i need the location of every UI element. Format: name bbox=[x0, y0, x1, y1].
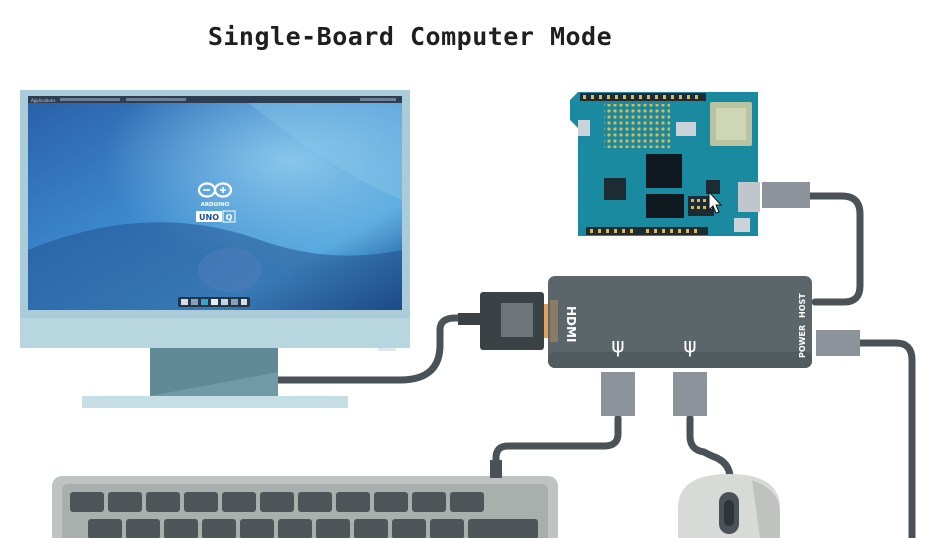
arduino-logo-text: ARDUINO bbox=[201, 202, 230, 208]
keyboard bbox=[52, 460, 558, 538]
keyboard-usb-plug bbox=[601, 372, 635, 416]
hdmi-cable bbox=[274, 314, 482, 384]
power-port-label: POWER bbox=[798, 325, 807, 358]
q-badge bbox=[222, 210, 236, 223]
hub-hdmi-port bbox=[550, 300, 558, 342]
board-pin-header bbox=[688, 196, 714, 216]
usb-port-1-icon: ψ bbox=[611, 333, 624, 357]
memory-chip bbox=[646, 194, 684, 218]
power-cable bbox=[856, 339, 916, 538]
host-cable-connector bbox=[762, 182, 810, 208]
usb-hub: HDMI ψ ψ HOST POWER bbox=[548, 276, 812, 368]
uno-badge-text: UNO bbox=[199, 213, 219, 222]
mouse bbox=[678, 474, 780, 538]
host-cable bbox=[806, 192, 864, 306]
monitor-chin bbox=[20, 318, 410, 348]
power-connector bbox=[816, 330, 860, 356]
usb-port-2-icon: ψ bbox=[683, 333, 696, 357]
uno-q-board bbox=[570, 92, 760, 236]
main-processor bbox=[646, 154, 682, 188]
usb-c-port bbox=[738, 182, 760, 212]
mouse-cable bbox=[686, 414, 734, 482]
hub-body bbox=[548, 276, 812, 368]
desktop-dock bbox=[178, 297, 250, 307]
keyboard-cable bbox=[492, 414, 622, 482]
mouse-usb-plug bbox=[673, 372, 707, 416]
diagram-title: Single-Board Computer Mode bbox=[207, 22, 613, 51]
uno-badge bbox=[196, 211, 222, 222]
monitor: Applications ARDUINO UNO Q bbox=[20, 90, 410, 408]
led-matrix bbox=[604, 104, 670, 148]
desktop-top-bar bbox=[28, 96, 402, 103]
monitor-stand-base bbox=[82, 396, 348, 408]
hdmi-plug bbox=[458, 292, 552, 350]
host-port-label: HOST bbox=[798, 293, 807, 318]
arduino-logo: ARDUINO bbox=[197, 182, 233, 208]
desktop-menu-label: Applications bbox=[31, 98, 55, 103]
cables bbox=[274, 192, 916, 538]
q-badge-text: Q bbox=[226, 213, 233, 222]
monitor-stand-shade bbox=[150, 348, 278, 396]
hdmi-port-label: HDMI bbox=[564, 306, 578, 342]
board-header-top bbox=[580, 93, 706, 101]
mouse-cursor-icon bbox=[708, 190, 723, 214]
